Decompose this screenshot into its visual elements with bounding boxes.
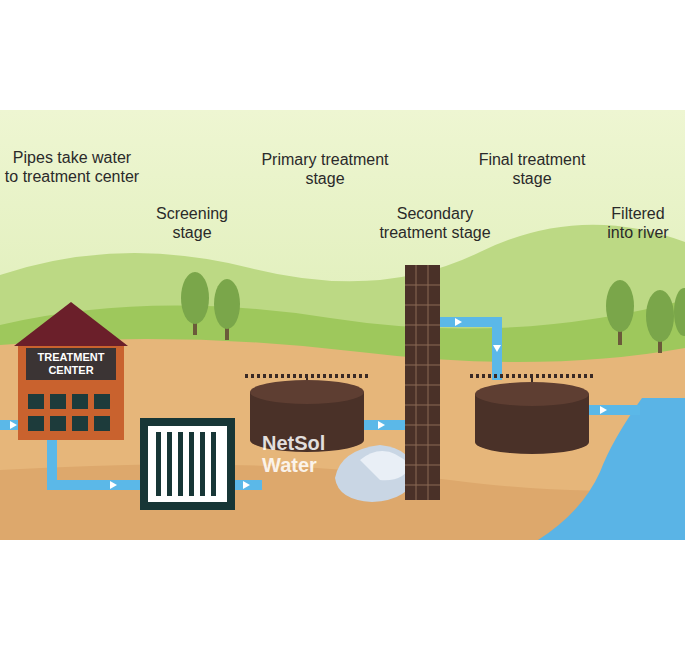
- stage-label: Primary treatment stage: [250, 150, 400, 188]
- secondary-tower: [405, 265, 440, 500]
- stone: [360, 451, 410, 480]
- stage-label: Final treatment stage: [462, 150, 602, 188]
- roof: [14, 302, 128, 346]
- stone: [335, 445, 415, 502]
- sky: [0, 110, 685, 540]
- treatment-building: TREATMENT CENTER: [14, 300, 128, 440]
- stage-label: Filtered into river: [598, 204, 678, 242]
- far-hill: [0, 225, 685, 540]
- window: [28, 394, 44, 409]
- final-tank: [470, 376, 595, 454]
- window: [50, 416, 66, 431]
- stage-label: Pipes take water to treatment center: [4, 148, 140, 186]
- window: [72, 394, 88, 409]
- window: [94, 394, 110, 409]
- stage-label: Secondary treatment stage: [368, 204, 502, 242]
- building-sign: TREATMENT CENTER: [26, 348, 116, 380]
- window: [72, 416, 88, 431]
- near-hill: [0, 300, 685, 540]
- window: [94, 416, 110, 431]
- pipes: [0, 322, 640, 485]
- building-wall: [18, 346, 124, 440]
- stage-label: Screening stage: [150, 204, 234, 242]
- screening-grate: [140, 418, 235, 510]
- window: [50, 394, 66, 409]
- ground: [0, 339, 685, 540]
- watermark: NetSol Water: [262, 432, 340, 476]
- window: [28, 416, 44, 431]
